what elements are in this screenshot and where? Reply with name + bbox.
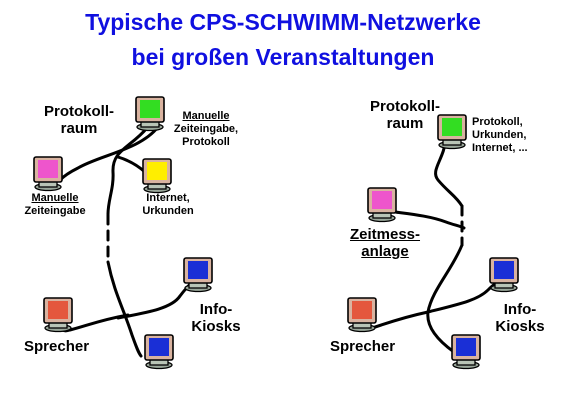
pc-yellow-left (142, 158, 172, 194)
cable-top-to-magenta (58, 125, 160, 182)
sprecher-label-right: Sprecher (330, 338, 396, 355)
protokollraum-line-2-right: raum (386, 115, 424, 132)
cable-top-to-dash-right (434, 136, 464, 208)
internet-line-2: Urkunden (142, 205, 194, 217)
sprecher-label-left: Sprecher (24, 338, 90, 355)
pc-red-sprecher-right (347, 297, 377, 333)
cable-to-kiosk-upper (116, 278, 196, 320)
pc-magenta-right (367, 187, 397, 223)
pc-blue-kiosk-left-upper (183, 257, 213, 293)
manuelle-zeiteingabe-label: Manuelle Zeiteingabe (12, 192, 98, 218)
title-line-1: Typische CPS-SCHWIMM-Netzwerke (85, 9, 481, 35)
protokollraum-label-left: Protokoll- raum (34, 103, 124, 137)
cable-to-yellow (116, 155, 147, 174)
info-line-2-right: Kiosks (495, 318, 545, 335)
info-line-1-right: Info- (503, 301, 537, 318)
internet-line-1: Internet, (146, 192, 190, 204)
internet-urkunden-label: Internet, Urkunden (128, 192, 208, 218)
manuelle-left: Manuelle (31, 192, 79, 204)
protokollraum-label-right: Protokoll- raum (360, 98, 450, 132)
title-line-2: bei großen Veranstaltungen (131, 44, 435, 70)
zeitmess-line-2: anlage (361, 243, 409, 260)
cable-top-to-dash (106, 126, 149, 216)
protokoll-urkunden-internet-label: Protokoll, Urkunden, Internet, ... (472, 116, 528, 155)
pc-blue-kiosk-right-lower (451, 334, 481, 370)
zeitmess-line-1: Zeitmess- (349, 226, 421, 243)
protokoll-line-1: Protokoll, (472, 116, 523, 128)
zeiteingabe-top-1: Zeiteingabe, (173, 123, 239, 135)
info-kiosks-label-left: Info- Kiosks (186, 301, 246, 335)
pc-red-sprecher-left (43, 297, 73, 333)
pc-magenta-left (33, 156, 63, 192)
pc-blue-kiosk-left-lower (144, 334, 174, 370)
cable-dash-to-bottom (106, 260, 143, 358)
pc-green-right (437, 114, 467, 150)
pc-green-left (135, 96, 165, 132)
pc-blue-kiosk-right-upper (489, 257, 519, 293)
cable-to-zeitmess (393, 210, 466, 230)
protokollraum-line-1-right: Protokoll- (370, 98, 440, 115)
zeitmessanlage-label: Zeitmess- anlage (338, 226, 432, 260)
info-kiosks-label-right: Info- Kiosks (490, 301, 550, 335)
info-line-1: Info- (199, 301, 233, 318)
manuelle-top: Manuelle (182, 110, 230, 122)
manuelle-zeiteingabe-protokoll-label: Manuelle Zeiteingabe, Protokoll (168, 110, 244, 149)
info-line-2: Kiosks (191, 318, 241, 335)
protokoll-line-2: Urkunden, (472, 129, 527, 141)
protokoll-line-3: Internet, ... (472, 142, 528, 154)
protokollraum-line-1: Protokoll- (44, 103, 114, 120)
zeiteingabe-left: Zeiteingabe (24, 205, 86, 217)
protokollraum-line-2: raum (60, 120, 98, 137)
zeiteingabe-top-2: Protokoll (182, 136, 230, 148)
cables (58, 125, 504, 358)
